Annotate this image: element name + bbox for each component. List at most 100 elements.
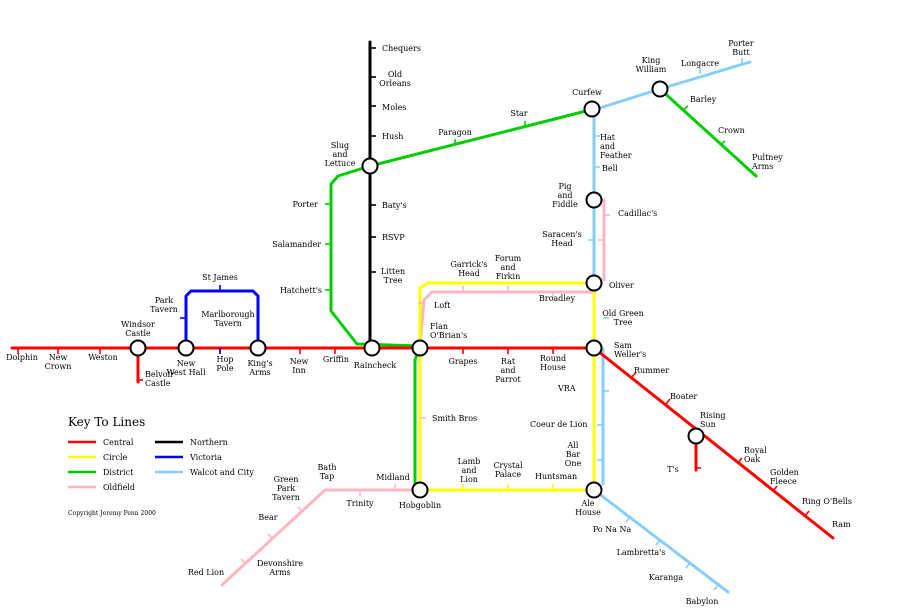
station-name-line: Park [155,296,174,305]
station-tick [772,485,778,492]
station-name-line: King's [247,359,272,368]
station-tick [682,105,689,111]
station-name-line: RSVP [382,233,405,242]
station-label-smith-bros: Smith Bros [432,414,477,423]
station-name-line: All [567,441,579,450]
station-ticks [17,47,810,591]
interchange-kings-arms [249,339,267,357]
legend-label: Northern [190,438,228,447]
station-name-line: Tavern [150,305,178,314]
legend-items: CentralCircleDistrictOldfieldNorthernVic… [68,438,254,492]
station-name-line: Sun [700,420,716,429]
legend-label: Victoria [189,453,222,462]
station-tick [719,140,726,146]
interchange-raincheck [363,339,381,357]
victoria-line [184,289,260,350]
legend-title: Key To Lines [68,415,145,429]
station-name-line: Crystal [493,461,523,470]
station-name-line: One [565,459,582,468]
station-name-line: Round [540,354,566,363]
station-name-line: Hop [217,355,234,364]
station-label-trinity: Trinity [346,499,374,508]
station-name-line: Golden [770,468,799,477]
station-name-line: Green [274,475,299,484]
station-name-line: Bear [258,513,277,522]
station-name-line: Lambretta's [617,548,666,557]
station-name-line: Tree [614,318,633,327]
station-name-line: King [642,56,661,65]
station-label-longacre: Longacre [681,59,719,68]
station-name-line: Royal [744,446,767,455]
legend: Key To Lines CentralCircleDistrictOldfie… [68,415,254,492]
station-name-line: Head [551,239,573,248]
station-name-line: Park [277,484,296,493]
interchange-new-west-hall [177,339,195,357]
station-name-line: Tavern [214,319,242,328]
station-name-line: Pole [216,364,233,373]
station-name-line: West Hall [166,368,205,377]
station-name-line: Baty's [382,201,407,210]
station-name-line: Trinity [346,499,374,508]
station-name-line: Karanga [649,573,684,582]
station-label-loft: Loft [434,301,451,310]
station-label-chequers: Chequers [382,44,421,53]
station-name-line: Raincheck [354,361,397,370]
station-name-line: Garrick's [451,260,488,269]
station-label-raincheck: Raincheck [354,361,397,370]
station-name-line: VRA [557,384,576,393]
station-name-line: Longacre [681,59,719,68]
station-name-line: Pig [558,182,571,191]
station-name-line: Marlborough [201,310,254,319]
station-label-bell: Bell [602,164,618,173]
station-name-line: Babylon [686,597,719,606]
station-name-line: Midland [376,473,409,482]
station-name-line: Curfew [572,88,602,97]
station-tick [297,506,303,512]
station-name-line: Belvoir [145,370,174,379]
station-name-line: and [332,150,347,159]
station-name-line: Huntsman [535,472,577,481]
station-name-line: Ring O'Bells [802,497,852,506]
station-name-line: Lettuce [325,159,356,168]
station-name-line: Pultney [752,153,783,162]
station-name-line: Rising [700,411,726,420]
station-label-lambrettas: Lambretta's [617,548,666,557]
station-label-rummer: Rummer [634,366,669,375]
interchange-flan-obrians [411,339,429,357]
station-name-line: Ram [832,520,851,529]
station-name-line: House [540,363,566,372]
station-label-karanga: Karanga [649,573,684,582]
station-name-line: T's [667,465,679,474]
station-name-line: Tree [384,276,403,285]
station-label-po-na-na: Po Na Na [593,525,632,534]
walcot-and-city-line [588,60,752,113]
station-name-line: Tap [320,472,335,481]
station-label-babylon: Babylon [686,597,719,606]
station-name-line: Arms [268,568,290,577]
station-name-line: Bell [602,164,618,173]
station-name-line: and [557,191,572,200]
station-name-line: Orleans [379,79,411,88]
copyright-text: Copyright Jeremy Penn 2000 [68,510,156,517]
station-name-line: Broadley [539,294,576,303]
station-label-ring-obells: Ring O'Bells [802,497,852,506]
station-name-line: Arms [751,162,773,171]
station-label-grapes: Grapes [449,357,478,366]
station-name-line: Palace [495,470,522,479]
station-tick [625,516,631,523]
